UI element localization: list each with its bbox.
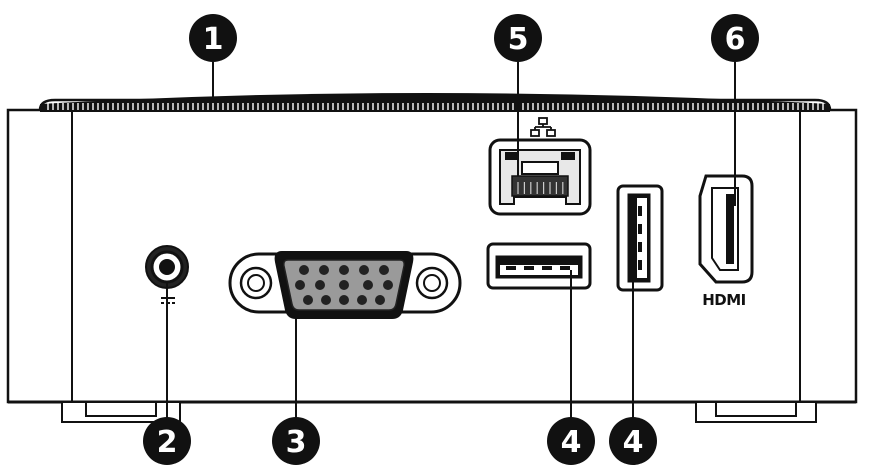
callout-number: 2: [157, 425, 178, 460]
vga-screw-right: [415, 266, 449, 300]
usb-port-vertical: [616, 184, 664, 292]
vga-pin: [299, 265, 309, 275]
vga-pin: [379, 265, 389, 275]
vga-pin: [375, 295, 385, 305]
callout-4a: 4: [547, 417, 595, 465]
hdmi-port: [698, 174, 754, 284]
vga-pin: [315, 280, 325, 290]
vga-pin: [357, 295, 367, 305]
vga-pin: [383, 280, 393, 290]
usb-contact: [638, 206, 642, 216]
usb-contact: [542, 266, 552, 270]
callout-4b: 4: [609, 417, 657, 465]
network-icon: [530, 117, 556, 137]
leader-lines: [166, 62, 736, 420]
callout-number: 4: [561, 425, 582, 460]
callout-5: 5: [494, 14, 542, 62]
vga-pin: [295, 280, 305, 290]
callout-6: 6: [711, 14, 759, 62]
vga-pin: [359, 265, 369, 275]
usb-contact: [524, 266, 534, 270]
usb-contact: [638, 224, 642, 234]
callout-3: 3: [272, 417, 320, 465]
usb-contact: [638, 260, 642, 270]
callout-number: 1: [203, 22, 224, 57]
ethernet-port: [488, 138, 592, 216]
vga-pin: [339, 280, 349, 290]
callout-number: 3: [286, 425, 307, 460]
hdmi-logo-label: HDMI: [702, 291, 746, 309]
vga-pin: [339, 265, 349, 275]
vga-pin: [321, 295, 331, 305]
usb-contact: [560, 266, 570, 270]
device-feet: [61, 401, 817, 423]
callout-number: 5: [508, 22, 529, 57]
callout-number: 6: [725, 22, 746, 57]
callout-1: 1: [189, 14, 237, 62]
usb-contact: [638, 242, 642, 252]
vga-pin: [339, 295, 349, 305]
usb-contact: [506, 266, 516, 270]
usb-port-horizontal: [486, 242, 592, 290]
vga-port: [228, 251, 462, 319]
vga-screw-left: [239, 266, 273, 300]
vga-pin: [363, 280, 373, 290]
callout-number: 4: [623, 425, 644, 460]
vga-pin: [319, 265, 329, 275]
vent-grille: [40, 93, 830, 112]
vga-pin: [303, 295, 313, 305]
callout-2: 2: [143, 417, 191, 465]
power-jack: [145, 245, 189, 304]
